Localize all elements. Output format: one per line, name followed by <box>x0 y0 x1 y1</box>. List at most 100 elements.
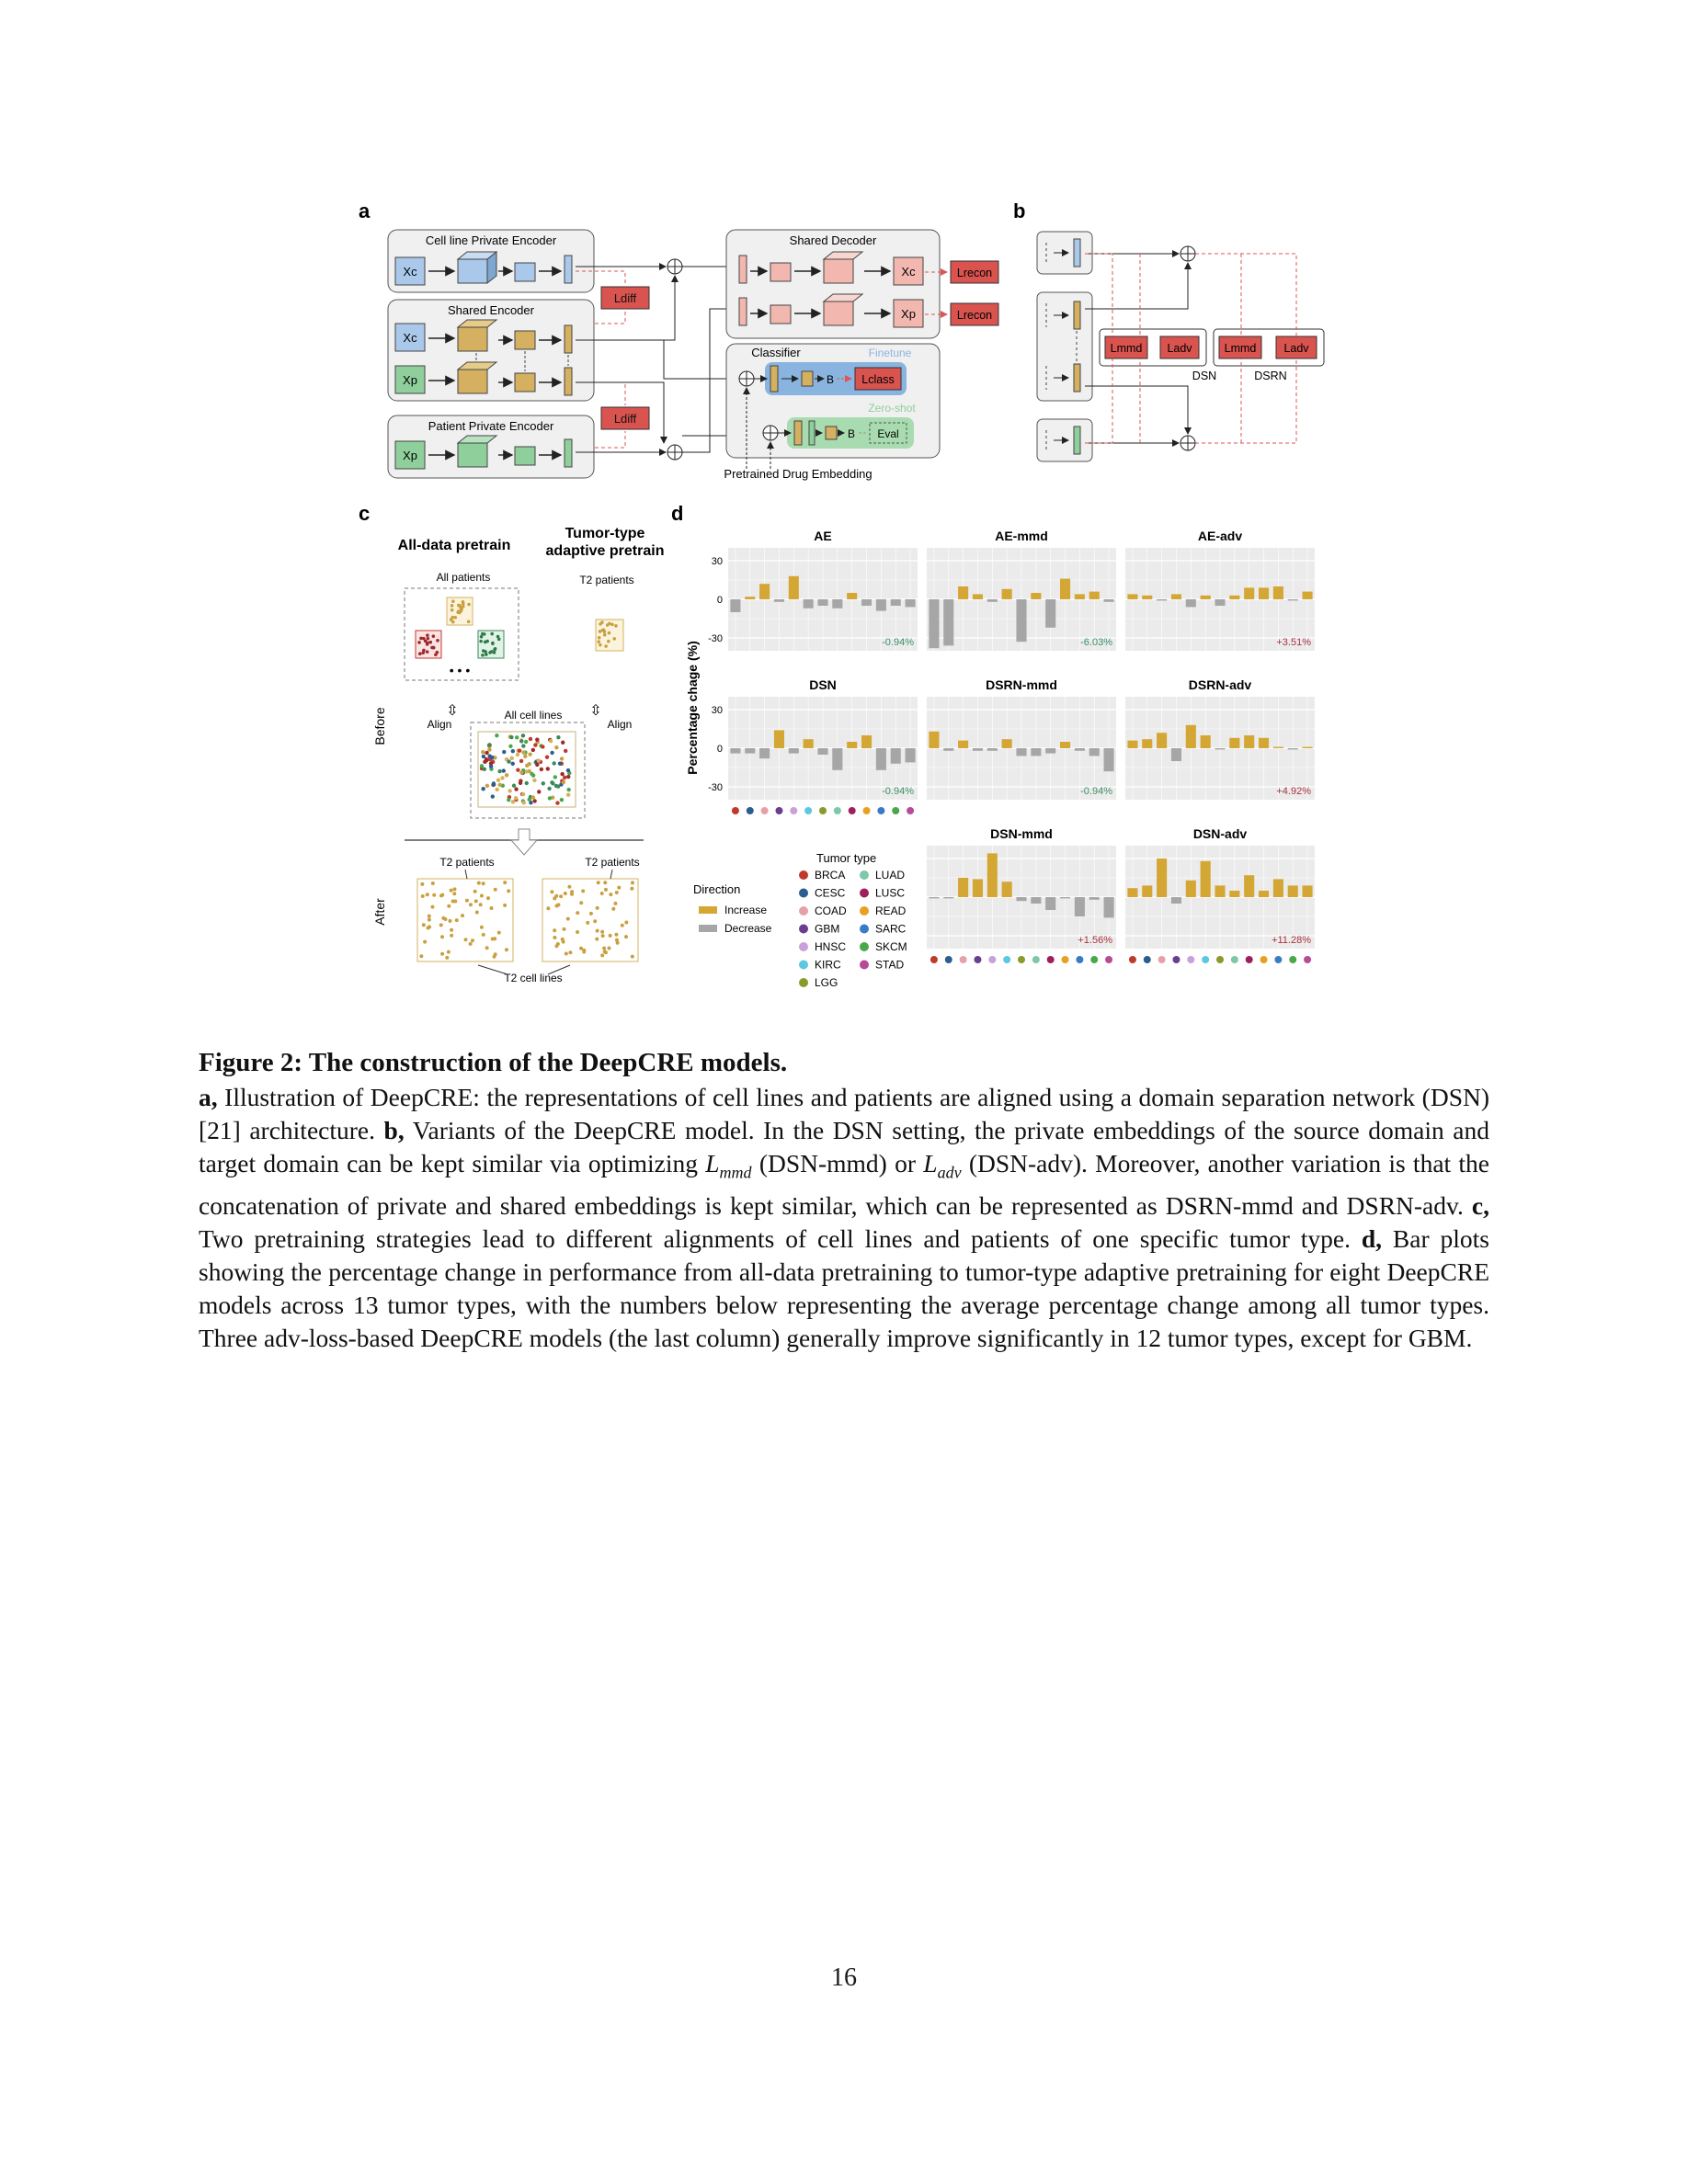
chart-bar <box>1287 748 1298 750</box>
scatter-dot <box>532 778 537 783</box>
chart-tumor-dot <box>1143 956 1151 963</box>
chart-bar <box>745 597 756 599</box>
scatter-dot <box>439 923 443 927</box>
scatter-dot <box>520 734 526 738</box>
chart-tumor-dot <box>988 956 997 963</box>
legend-tumor-dot <box>799 978 808 987</box>
scatter-dot <box>605 623 610 627</box>
chart-bar <box>943 748 954 751</box>
chart-bar <box>1089 748 1100 756</box>
scatter-dot <box>613 901 618 905</box>
classifier-title: Classifier <box>751 346 801 359</box>
chart-summary-label: -0.94% <box>882 637 914 648</box>
cell-encoder-block-1-side <box>486 250 497 285</box>
eval-box <box>869 422 907 444</box>
chart-tumor-dot <box>892 807 900 814</box>
chart-panel-title: AE-mmd <box>995 529 1048 543</box>
chart-tumor-dot <box>1172 956 1180 963</box>
chart-bar <box>1170 897 1182 904</box>
chart-tumor-dot <box>746 807 754 814</box>
chart-bar <box>1272 746 1283 748</box>
scatter-dot <box>483 640 487 644</box>
scatter-dot <box>586 920 590 925</box>
legend-increase-swatch <box>699 906 717 914</box>
scatter-dot <box>489 756 495 760</box>
finetune-embedding <box>770 365 779 392</box>
scatter-dot <box>541 745 545 749</box>
scatter-dot <box>535 762 540 768</box>
chart-panel-title: DSN-mmd <box>990 826 1053 841</box>
chart-bar <box>1045 748 1056 754</box>
chart-bar <box>943 599 954 646</box>
scatter-dot <box>481 653 485 657</box>
scatter-dot <box>533 743 538 747</box>
scatter-dot <box>607 639 610 643</box>
c-align-left: Align <box>428 718 452 731</box>
scatter-dot <box>470 938 474 943</box>
chart-bar <box>1272 586 1283 599</box>
scatter-dot <box>515 735 519 740</box>
chart-bar <box>759 748 770 759</box>
chart-bar <box>1200 735 1211 748</box>
chart-tumor-dot <box>775 807 783 814</box>
scatter-dot <box>560 771 565 777</box>
scatter-dot <box>423 939 428 944</box>
scatter-dot <box>435 650 439 654</box>
scatter-dot <box>581 889 586 893</box>
chart-bar <box>803 739 814 748</box>
chart-bar <box>1302 885 1313 897</box>
scatter-dot <box>502 749 507 755</box>
chart-bar <box>1215 599 1226 606</box>
c-all-cell-lines-inner <box>477 731 576 808</box>
scatter-dot <box>513 796 519 801</box>
chart-ytick-label: 0 <box>717 595 723 606</box>
lrecon-label-2: Lrecon <box>957 309 992 322</box>
scatter-dot <box>447 904 451 908</box>
chart-bar <box>1103 599 1114 602</box>
flow-line <box>682 305 736 453</box>
chart-bar <box>929 731 940 748</box>
chart-tumor-dot <box>1032 956 1040 963</box>
b-dsrn-label: DSRN <box>1254 370 1286 382</box>
chart-tumor-dot <box>833 807 841 814</box>
chart-panel: AE-adv+3.51% <box>1125 529 1315 651</box>
scatter-dot <box>620 923 624 927</box>
scatter-dot <box>427 917 431 922</box>
chart-bar <box>1142 739 1153 748</box>
chart-panel-title: DSN-adv <box>1193 826 1248 841</box>
scatter-dot <box>529 801 533 805</box>
scatter-dot <box>451 899 455 904</box>
chart-bar <box>1045 897 1056 910</box>
chart-panel: DSRN-mmd-0.94% <box>927 677 1116 800</box>
scatter-dot <box>597 640 601 643</box>
scatter-dot <box>454 918 459 923</box>
chart-bar <box>1185 880 1196 897</box>
legend-tumor-dot <box>799 924 808 934</box>
scatter-dot <box>468 903 473 907</box>
scatter-dot <box>559 756 565 761</box>
scatter-dot <box>422 648 426 653</box>
caption-b-label: b, <box>383 1116 405 1144</box>
chart-bar <box>847 742 858 748</box>
scatter-dot <box>436 638 439 643</box>
chart-bar <box>1001 588 1012 599</box>
scatter-dot <box>484 756 489 762</box>
scatter-dot <box>452 892 457 896</box>
b-lmmd-label-2: Lmmd <box>1225 342 1257 355</box>
scatter-dot <box>467 602 471 607</box>
chart-bar <box>1142 885 1153 897</box>
scatter-dot <box>554 745 559 750</box>
legend-tumor-dot <box>860 924 869 934</box>
scatter-dot <box>466 620 471 624</box>
chart-tumor-dot <box>1289 956 1297 963</box>
scatter-dot <box>485 783 490 789</box>
scatter-dot <box>548 738 553 744</box>
scatter-dot <box>445 955 450 960</box>
scatter-dot <box>519 739 524 744</box>
chart-tumor-dot <box>974 956 982 963</box>
chart-bar <box>1045 599 1056 628</box>
scatter-dot <box>420 893 425 898</box>
scatter-dot <box>565 768 571 773</box>
scatter-dot <box>614 891 619 895</box>
scatter-dot <box>600 628 605 632</box>
